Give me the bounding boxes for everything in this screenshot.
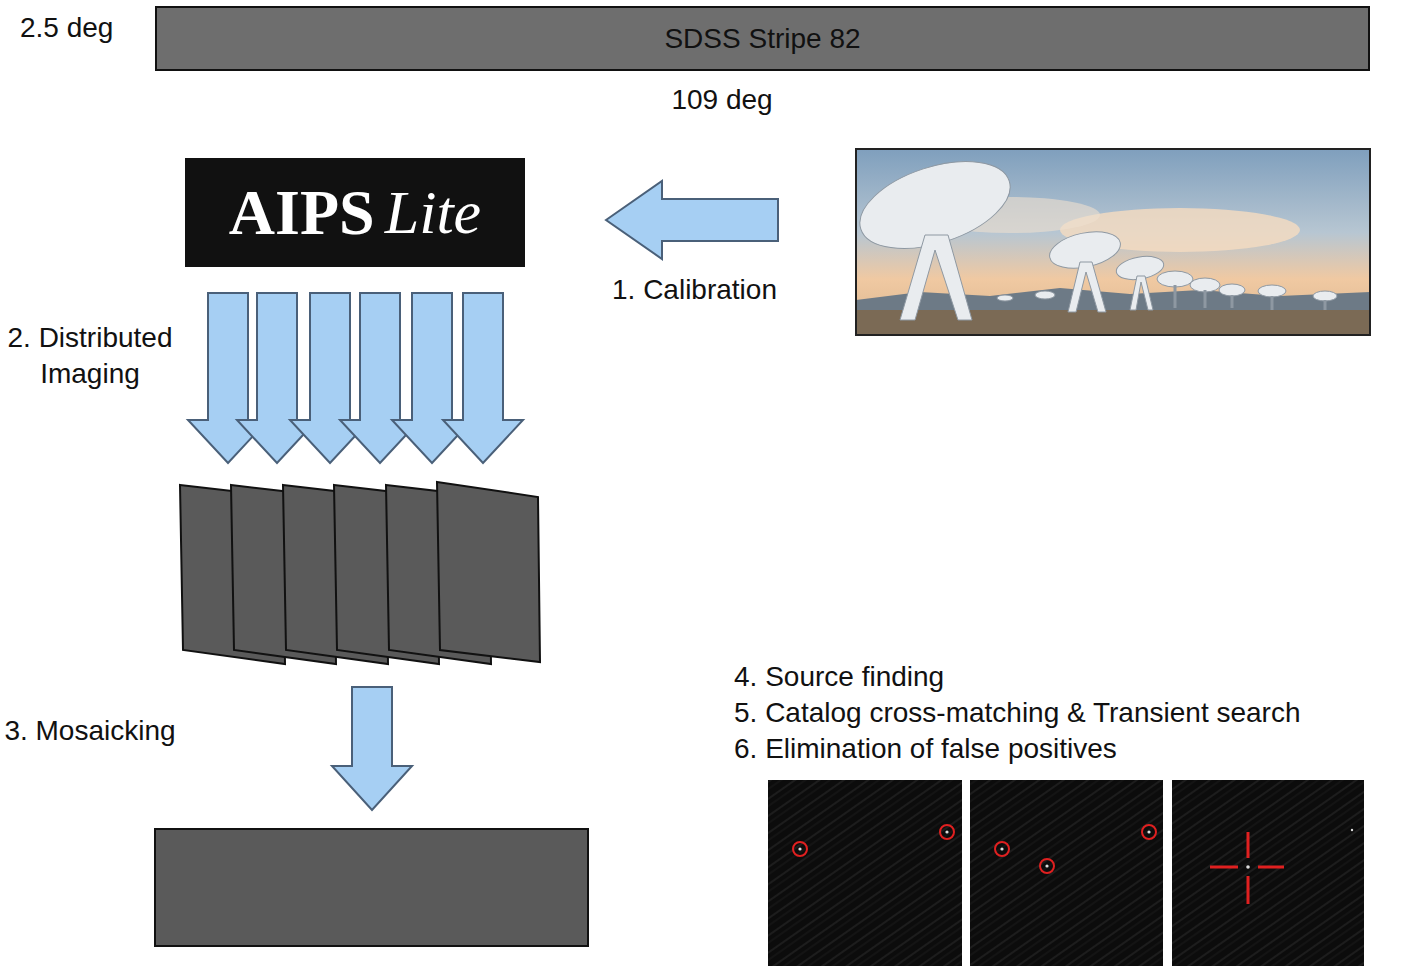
dimension-label: 2.5 deg [20, 10, 140, 46]
step-label: 6. Elimination of false positives [734, 731, 1117, 767]
image-panels [180, 482, 540, 664]
mosaic-image [155, 829, 588, 946]
node-text: AIPS [229, 176, 375, 250]
node-text: SDSS Stripe 82 [664, 23, 860, 55]
software-box: AIPSLite [185, 158, 525, 267]
step-label: 3. Mosaicking [4, 713, 176, 749]
dimension-label: 109 deg [622, 82, 822, 118]
photo-frame [856, 149, 1370, 335]
telescope-photo [856, 149, 1370, 335]
calibration-arrow [606, 181, 778, 259]
step-label: 2. Distributed Imaging [4, 320, 176, 392]
mosaicking-arrow [332, 687, 412, 810]
radio-images [768, 780, 1364, 966]
step-label: 4. Source finding [734, 659, 944, 695]
band-box: SDSS Stripe 82 [155, 6, 1370, 71]
step-label: 1. Calibration [612, 272, 822, 308]
step-label: 5. Catalog cross-matching & Transient se… [734, 695, 1300, 731]
node-text: Lite [385, 177, 481, 248]
imaging-arrows [188, 293, 523, 463]
